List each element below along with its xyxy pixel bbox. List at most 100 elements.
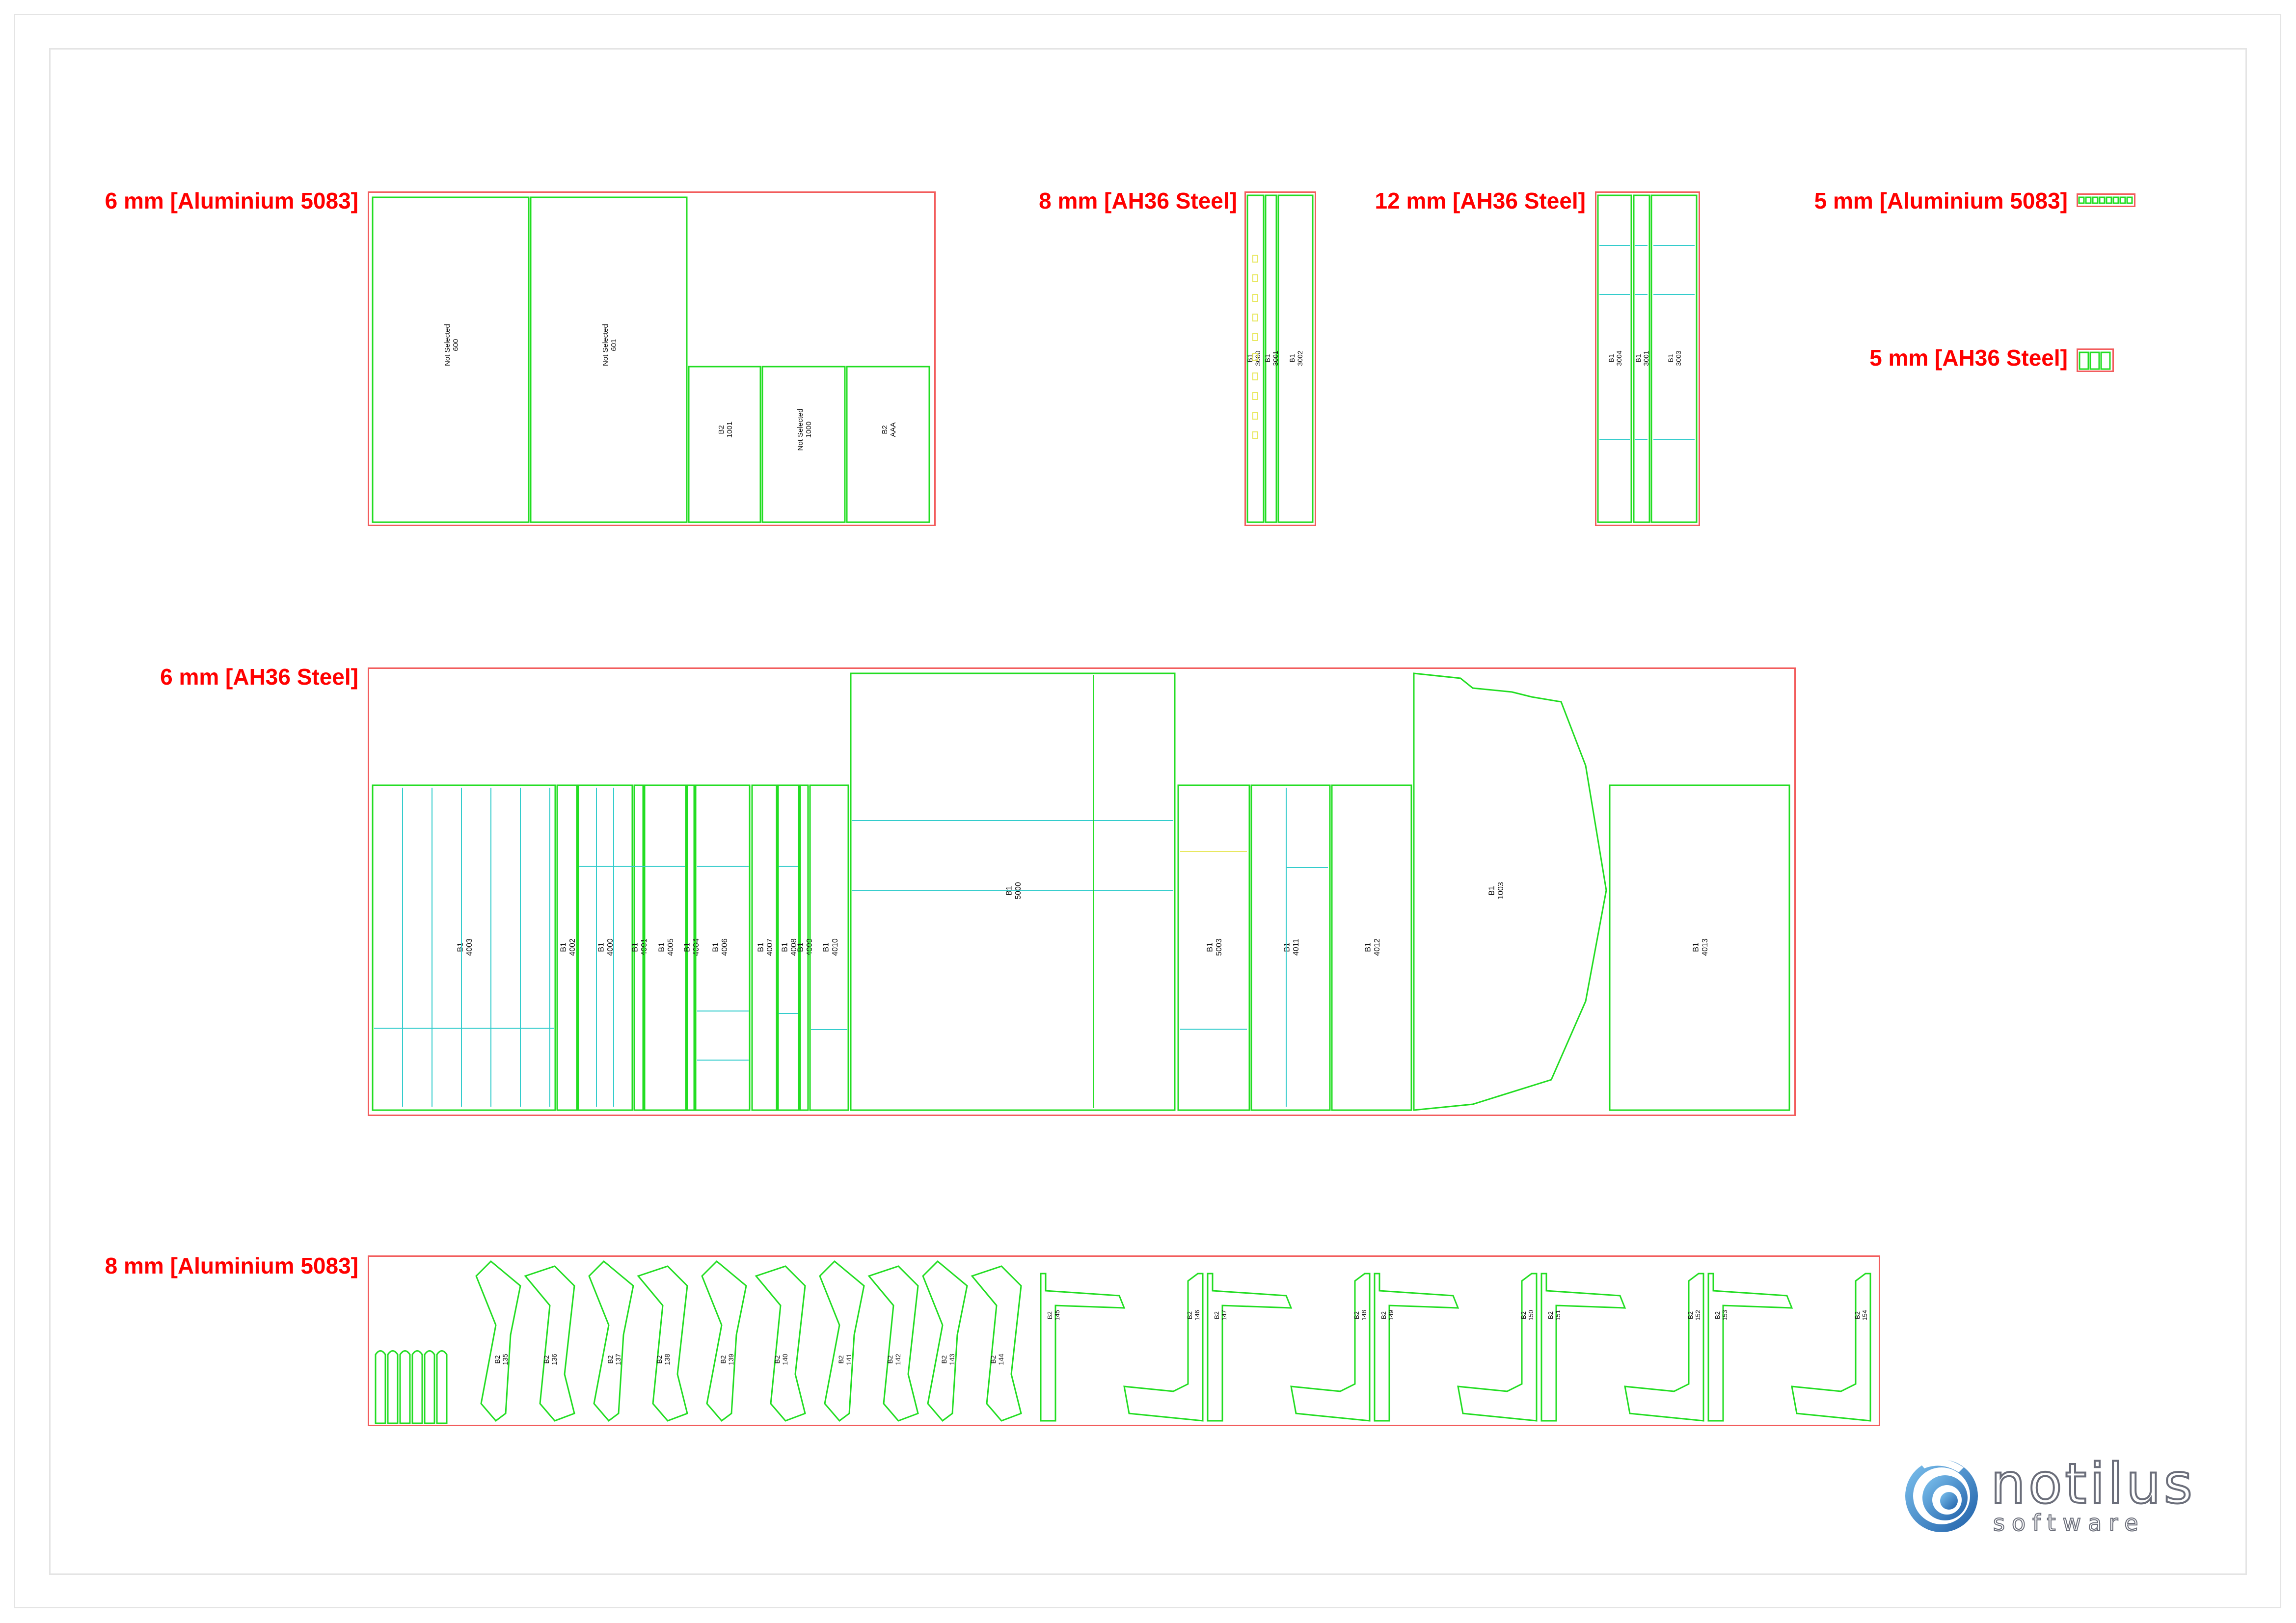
part-label-line1: B1 — [1264, 354, 1271, 362]
part-label-line2: 141 — [845, 1354, 853, 1365]
part-alu8-angle-7[interactable] — [1624, 1273, 1704, 1422]
part-ah6-12[interactable] — [1177, 784, 1250, 1111]
part-ah6-7[interactable] — [751, 784, 778, 1111]
part-alu5-1[interactable] — [2085, 196, 2092, 204]
part-alu8-small-3[interactable] — [411, 1350, 423, 1424]
part-alu8-small-5[interactable] — [436, 1350, 448, 1424]
part-alu6-2[interactable] — [688, 366, 761, 523]
part-ah6-16[interactable] — [1609, 784, 1790, 1111]
part-alu8-angle-8[interactable] — [1707, 1273, 1793, 1422]
part-label-line1: B2 — [1854, 1311, 1861, 1319]
sheet-ah8[interactable] — [1244, 191, 1316, 526]
part-ah6-0[interactable] — [372, 784, 556, 1111]
part-label-line1: B2 — [542, 1355, 550, 1363]
part-ah6-3[interactable] — [633, 784, 644, 1111]
part-alu8-small-2[interactable] — [399, 1350, 411, 1424]
part-ah8-0[interactable] — [1246, 194, 1265, 523]
part-alu8-small-1[interactable] — [387, 1350, 399, 1424]
part-alu8-angle-4[interactable] — [1374, 1273, 1459, 1422]
part-label-line2: 148 — [1360, 1310, 1368, 1321]
marking-tick — [1252, 392, 1258, 400]
part-ah6-2[interactable] — [577, 784, 633, 1111]
part-label-line2: 137 — [614, 1354, 622, 1365]
sheet-ah6[interactable] — [368, 667, 1796, 1116]
part-alu8-bracket-3[interactable] — [637, 1265, 688, 1422]
part-ah6-9[interactable] — [799, 784, 809, 1111]
part-alu8-angle-6[interactable] — [1540, 1273, 1626, 1422]
part-ah6-13[interactable] — [1250, 784, 1331, 1111]
sheet-ah12[interactable] — [1595, 191, 1700, 526]
part-ah8-2[interactable] — [1277, 194, 1314, 523]
part-ah6-14[interactable] — [1331, 784, 1412, 1111]
logo-wordmark: notilus — [1990, 1452, 2195, 1516]
part-ah5-2[interactable] — [2100, 351, 2111, 370]
part-alu5-0[interactable] — [2078, 196, 2085, 204]
part-label-line1: B1 — [757, 942, 765, 952]
part-alu8-bracket-2[interactable] — [588, 1260, 634, 1422]
part-alu8-angle-2[interactable] — [1207, 1273, 1293, 1422]
part-ah6-4[interactable] — [644, 784, 687, 1111]
part-label-line2: 4007 — [766, 938, 774, 956]
marking-tick — [1252, 255, 1258, 263]
part-alu5-6[interactable] — [2119, 196, 2126, 204]
part-ah6-5[interactable] — [686, 784, 695, 1111]
sheet-alu8[interactable] — [368, 1255, 1880, 1426]
part-alu5-7[interactable] — [2126, 196, 2133, 204]
part-ah6-8[interactable] — [777, 784, 800, 1111]
part-alu8-bracket-9[interactable] — [971, 1265, 1022, 1422]
part-alu8-angle-1[interactable] — [1123, 1273, 1204, 1422]
part-alu8-angle-3[interactable] — [1290, 1273, 1371, 1422]
part-label-line1: B1 — [1667, 354, 1675, 362]
sheet-alu6[interactable] — [368, 191, 936, 526]
part-alu8-angle-0[interactable] — [1040, 1273, 1126, 1422]
sheet-label-ah8: 8 mm [AH36 Steel] — [1039, 188, 1237, 213]
sheet-label-ah6: 6 mm [AH36 Steel] — [160, 664, 358, 690]
part-label-line2: 146 — [1193, 1310, 1201, 1321]
part-ah6-10[interactable] — [809, 784, 849, 1111]
part-ah12-2[interactable] — [1650, 194, 1698, 523]
part-alu5-2[interactable] — [2092, 196, 2099, 204]
part-alu5-4[interactable] — [2106, 196, 2112, 204]
part-alu8-bracket-8[interactable] — [922, 1260, 968, 1422]
part-alu5-5[interactable] — [2112, 196, 2119, 204]
part-ah12-0[interactable] — [1597, 194, 1632, 523]
part-alu6-0[interactable] — [372, 196, 530, 523]
part-alu8-small-0[interactable] — [375, 1350, 386, 1424]
sheet-alu5[interactable] — [2077, 193, 2135, 207]
part-ah6-11[interactable] — [850, 672, 1176, 1111]
part-alu8-angle-9[interactable] — [1791, 1273, 1871, 1422]
sheet-ah5[interactable] — [2077, 348, 2114, 372]
part-alu8-bracket-6[interactable] — [819, 1260, 865, 1422]
part-alu8-angle-5[interactable] — [1457, 1273, 1538, 1422]
part-ah5-1[interactable] — [2089, 351, 2100, 370]
part-alu8-bracket-4[interactable] — [701, 1260, 747, 1422]
part-alu8-small-4[interactable] — [424, 1350, 435, 1424]
part-label-line2: 138 — [663, 1354, 671, 1365]
part-alu8-bracket-1[interactable] — [524, 1265, 575, 1422]
part-alu5-3[interactable] — [2099, 196, 2106, 204]
part-label-line2: 1000 — [805, 422, 813, 438]
part-alu6-1[interactable] — [530, 196, 688, 523]
part-ah8-1[interactable] — [1265, 194, 1277, 523]
part-ah6-1003-shell[interactable] — [1413, 672, 1607, 1111]
sheet-label-alu8: 8 mm [Aluminium 5083] — [105, 1253, 358, 1278]
part-label-line2: 1003 — [1497, 882, 1505, 900]
part-ah12-1[interactable] — [1633, 194, 1650, 523]
part-label-line1: B1 — [631, 942, 640, 952]
part-ah6-6[interactable] — [695, 784, 751, 1111]
part-alu6-3[interactable] — [761, 366, 846, 523]
part-alu8-bracket-7[interactable] — [867, 1265, 919, 1422]
part-ah6-1[interactable] — [556, 784, 578, 1111]
part-alu8-bracket-5[interactable] — [755, 1265, 806, 1422]
part-alu8-bracket-0[interactable] — [475, 1260, 521, 1422]
part-ah5-0[interactable] — [2079, 351, 2089, 370]
part-alu6-4[interactable] — [846, 366, 930, 523]
